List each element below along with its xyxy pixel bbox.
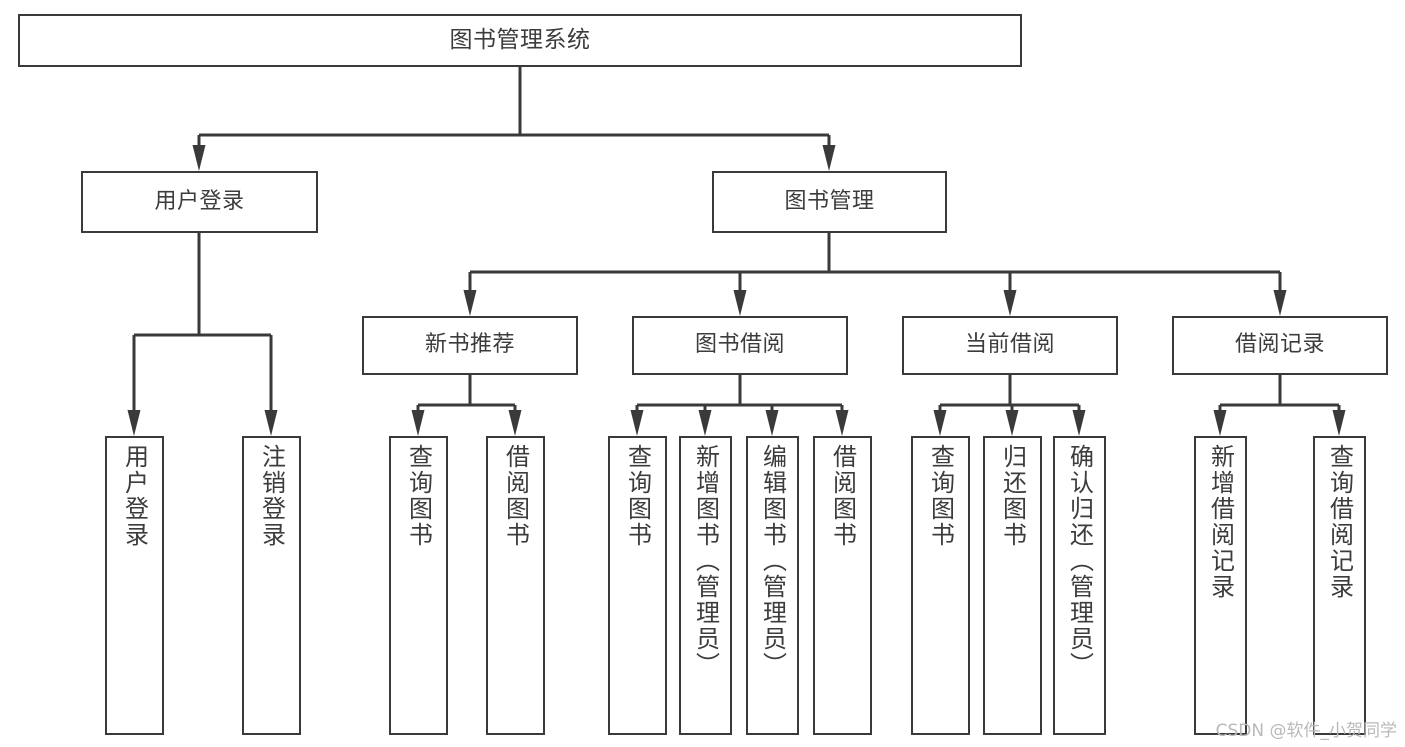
- node-leaf-borrow-book-1-label: 借阅图书: [501, 444, 530, 548]
- arrowhead-icon: [933, 410, 947, 436]
- arrowhead-icon: [127, 410, 141, 436]
- arrowhead-icon: [733, 290, 747, 316]
- arrowhead-icon: [1213, 410, 1227, 436]
- node-book-management[interactable]: 图书管理: [712, 171, 947, 233]
- node-book-management-label: 图书管理: [784, 188, 875, 214]
- arrowhead-icon: [1332, 410, 1346, 436]
- arrowhead-icon: [192, 145, 206, 171]
- node-new-book-recommend[interactable]: 新书推荐: [362, 316, 578, 375]
- node-current-borrow[interactable]: 当前借阅: [902, 316, 1118, 375]
- node-book-borrow-label: 图书借阅: [694, 332, 785, 358]
- arrowhead-icon: [765, 410, 779, 436]
- node-leaf-add-book-admin[interactable]: 新增图书（管理员）: [679, 436, 732, 735]
- node-root-system-label: 图书管理系统: [449, 26, 591, 53]
- arrowhead-icon: [463, 290, 477, 316]
- node-user-login[interactable]: 用户登录: [81, 171, 318, 233]
- node-current-borrow-label: 当前借阅: [964, 332, 1055, 358]
- node-root-system[interactable]: 图书管理系统: [18, 14, 1022, 67]
- node-leaf-add-borrow-record-label: 新增借阅记录: [1206, 444, 1235, 600]
- node-leaf-query-borrow-record-label: 查询借阅记录: [1325, 444, 1354, 600]
- node-leaf-edit-book-admin[interactable]: 编辑图书（管理员）: [746, 436, 799, 735]
- node-leaf-borrow-book-2[interactable]: 借阅图书: [813, 436, 872, 735]
- node-leaf-query-book-3-label: 查询图书: [926, 444, 955, 548]
- arrowhead-icon: [822, 145, 836, 171]
- node-leaf-borrow-book-2-label: 借阅图书: [828, 444, 857, 548]
- arrowhead-icon: [835, 410, 849, 436]
- node-leaf-borrow-book-1[interactable]: 借阅图书: [486, 436, 545, 735]
- node-user-login-label: 用户登录: [154, 188, 245, 214]
- arrowhead-icon: [508, 410, 522, 436]
- node-leaf-query-book-1-label: 查询图书: [404, 444, 433, 548]
- node-leaf-query-book-2-label: 查询图书: [623, 444, 652, 548]
- arrowhead-icon: [264, 410, 278, 436]
- node-leaf-user-login-label: 用户登录: [120, 444, 149, 548]
- node-leaf-return-book[interactable]: 归还图书: [983, 436, 1042, 735]
- node-leaf-query-book-3[interactable]: 查询图书: [911, 436, 970, 735]
- node-leaf-logout-login-label: 注销登录: [257, 444, 286, 548]
- node-leaf-add-borrow-record[interactable]: 新增借阅记录: [1194, 436, 1247, 735]
- arrowhead-icon: [1273, 290, 1287, 316]
- node-leaf-query-book-2[interactable]: 查询图书: [608, 436, 667, 735]
- node-leaf-confirm-return-admin-label: 确认归还（管理员）: [1065, 444, 1094, 678]
- node-leaf-query-book-1[interactable]: 查询图书: [389, 436, 448, 735]
- node-borrow-record-label: 借阅记录: [1234, 332, 1325, 358]
- node-borrow-record[interactable]: 借阅记录: [1172, 316, 1388, 375]
- node-leaf-confirm-return-admin[interactable]: 确认归还（管理员）: [1053, 436, 1106, 735]
- node-new-book-recommend-label: 新书推荐: [424, 332, 515, 358]
- arrowhead-icon: [1003, 290, 1017, 316]
- arrowhead-icon: [630, 410, 644, 436]
- node-leaf-return-book-label: 归还图书: [998, 444, 1027, 548]
- node-leaf-query-borrow-record[interactable]: 查询借阅记录: [1313, 436, 1366, 735]
- arrowhead-icon: [1005, 410, 1019, 436]
- node-leaf-user-login[interactable]: 用户登录: [105, 436, 164, 735]
- arrowhead-icon: [411, 410, 425, 436]
- arrowhead-icon: [698, 410, 712, 436]
- arrowhead-icon: [1072, 410, 1086, 436]
- node-leaf-logout-login[interactable]: 注销登录: [242, 436, 301, 735]
- node-leaf-edit-book-admin-label: 编辑图书（管理员）: [758, 444, 787, 678]
- node-leaf-add-book-admin-label: 新增图书（管理员）: [691, 444, 720, 678]
- watermark-text: CSDN @软件_小贺同学: [1215, 721, 1397, 741]
- node-book-borrow[interactable]: 图书借阅: [632, 316, 848, 375]
